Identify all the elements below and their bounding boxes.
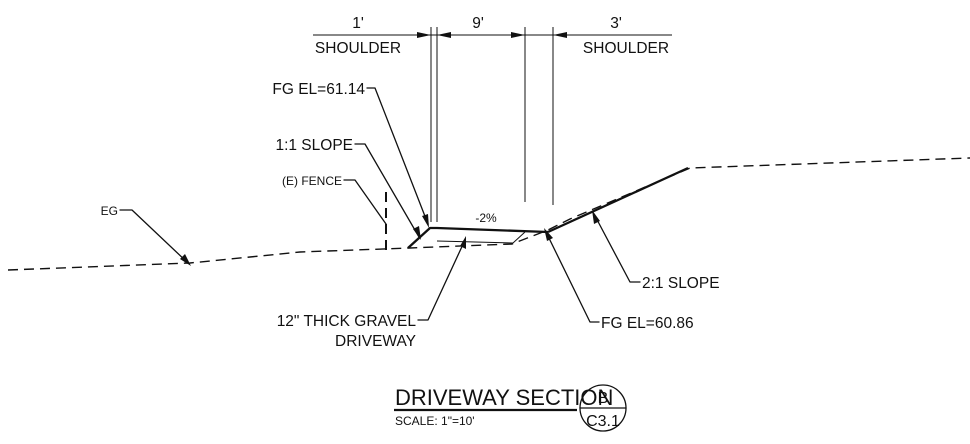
scale-label: SCALE: 1"=10' <box>395 414 475 428</box>
fence-label: (E) FENCE <box>282 174 342 188</box>
eg-leader <box>119 209 189 264</box>
leader-arrow <box>592 210 600 224</box>
dim-middle-width: 9' <box>472 15 484 32</box>
gravel-leader <box>417 239 466 321</box>
leaders <box>119 87 641 323</box>
cross-slope-label: -2% <box>475 211 497 225</box>
slope-1-1-leader <box>354 143 420 238</box>
slope-1-1-label: 1:1 SLOPE <box>275 137 353 154</box>
fence-leader <box>343 179 387 225</box>
eg-label: EG <box>101 204 118 218</box>
fg-2-to-1-slope <box>547 166 689 234</box>
fg-el-bottom-leader <box>545 231 600 323</box>
slope-2-1-label: 2:1 SLOPE <box>642 275 720 292</box>
dimension-arrow <box>437 32 451 38</box>
sheet-number: C3.1 <box>586 413 620 430</box>
slope-2-1-leader <box>593 213 641 283</box>
dimension-arrow <box>553 32 567 38</box>
leader-arrow <box>422 214 429 228</box>
dim-left-width: 1' <box>352 15 364 32</box>
section-title: DRIVEWAY SECTION <box>395 385 613 410</box>
dimension-arrow <box>417 32 431 38</box>
leader-arrow <box>460 236 466 249</box>
fg-driveway-surface <box>407 226 549 249</box>
existing-grade-line <box>7 157 970 271</box>
dimension-arrow <box>511 32 525 38</box>
leader-arrow <box>180 254 191 266</box>
detail-letter: B <box>598 390 609 407</box>
title-block: DRIVEWAY SECTION SCALE: 1"=10' B C3.1 <box>394 384 627 432</box>
gravel-label-line2: DRIVEWAY <box>335 333 416 350</box>
right-shoulder-label: SHOULDER <box>583 40 669 57</box>
leader-arrow <box>544 228 553 241</box>
finished-grade <box>407 166 689 249</box>
dimension-string: 1' 9' 3' SHOULDER SHOULDER <box>313 15 672 222</box>
fg-el-top-leader <box>366 87 429 225</box>
leader-arrow <box>413 226 421 240</box>
dim-right-width: 3' <box>610 15 622 32</box>
left-shoulder-label: SHOULDER <box>315 40 401 57</box>
annotations: FG EL=61.14 1:1 SLOPE (E) FENCE EG -2% 1… <box>101 81 720 350</box>
fg-el-top-label: FG EL=61.14 <box>272 81 365 98</box>
gravel-section-outline <box>436 231 526 244</box>
fg-el-bottom-label: FG EL=60.86 <box>601 315 694 332</box>
gravel-label-line1: 12" THICK GRAVEL <box>277 313 417 330</box>
